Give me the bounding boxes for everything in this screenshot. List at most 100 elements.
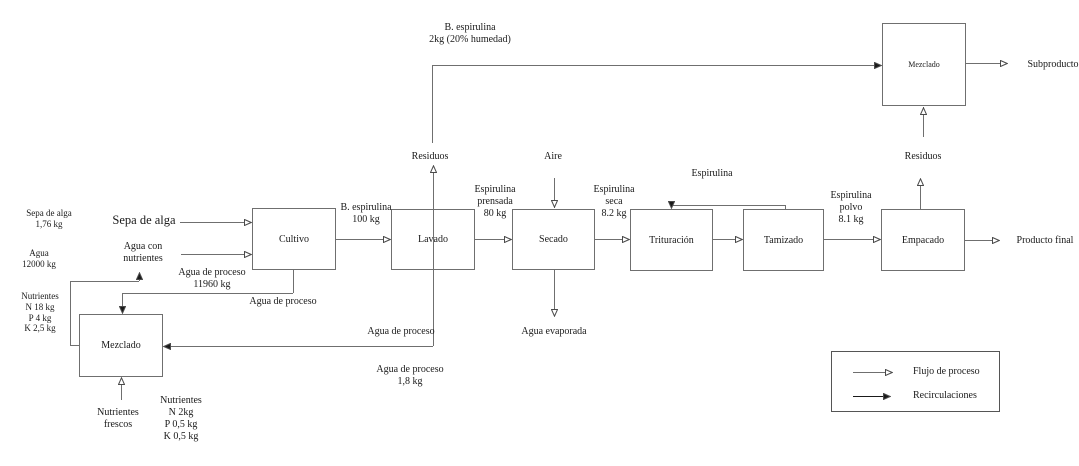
flow-line-secado-evaporada-down xyxy=(554,270,555,316)
process-box-empacado: Empacado xyxy=(881,209,965,271)
stream-label-line: Agua xyxy=(29,248,49,258)
stream-label-line: Agua de proceso xyxy=(367,326,435,337)
flow-line-lavado-residuos-up xyxy=(433,167,434,270)
process-arrowhead-ah-lavado-residuos xyxy=(429,165,437,173)
stream-label-line: 100 kg xyxy=(352,214,380,225)
stream-label-line: 1,8 kg xyxy=(397,376,423,387)
stream-label-line: 12000 kg xyxy=(22,258,56,269)
stream-label-line: Subproducto xyxy=(1027,59,1079,70)
process-arrowhead-ah-aire-secado xyxy=(550,200,558,208)
flow-line-residuos-to-mezclado-top xyxy=(923,107,924,137)
process-arrowhead-ah-nutrientes-frescos xyxy=(117,377,125,385)
stream-label-line: 8.1 kg xyxy=(838,214,864,225)
flow-line-cultivo-bottom-down xyxy=(293,270,294,293)
stream-label-sepa-alga-stream: Sepa de alga xyxy=(112,213,175,228)
process-box-label: Trituración xyxy=(649,234,694,246)
process-arrowhead-ah-lavado-secado xyxy=(504,235,512,243)
stream-label-line: 11960 kg xyxy=(193,279,231,290)
process-arrowhead-ah-agua-cultivo xyxy=(244,250,252,258)
legend-box xyxy=(831,351,1000,412)
process-arrowhead-ah-tamizado-empacado xyxy=(873,235,881,243)
legend-sample-line-recirculaciones xyxy=(853,396,885,397)
stream-label-residuos-lavado: Residuos xyxy=(412,151,449,163)
flow-line-top-recirc-vertical xyxy=(432,65,433,143)
stream-label-line: Agua de proceso xyxy=(376,364,444,375)
stream-label-producto-final: Producto final xyxy=(1017,235,1074,247)
legend-sample-line-flujo-de-proceso xyxy=(853,372,887,373)
process-box-label: Secado xyxy=(539,234,568,245)
flow-line-lavado-recirc-horizontal xyxy=(164,346,433,347)
flow-line-empacado-residuos-up xyxy=(920,179,921,209)
process-box-cultivo: Cultivo xyxy=(252,208,336,270)
stream-label-residuos-empacado: Residuos xyxy=(905,151,942,163)
legend-label-flujo-de-proceso: Flujo de proceso xyxy=(913,366,980,377)
flow-line-tamizado-to-empacado xyxy=(824,239,880,240)
process-arrowhead-ah-agua-evaporada xyxy=(550,309,558,317)
process-box-trituracion: Trituración xyxy=(630,209,713,271)
process-arrowhead-ah-subproducto xyxy=(1000,59,1008,67)
stream-label-line: prensada xyxy=(477,196,513,207)
stream-label-line: Espirulina xyxy=(474,184,516,195)
stream-label-agua-proceso-cultivo: Agua de proceso xyxy=(249,296,316,308)
legend-label-recirculaciones: Recirculaciones xyxy=(913,390,977,401)
process-arrowhead-ah-secado-trituracion xyxy=(622,235,630,243)
recirculation-arrowhead-ah-mezclado-up-recirc xyxy=(135,272,143,280)
stream-label-line: Nutrientes xyxy=(21,291,59,301)
flow-line-secado-to-trituracion xyxy=(595,239,629,240)
stream-label-line: 8.2 kg xyxy=(601,208,627,219)
stream-label-aire: Aire xyxy=(544,151,562,163)
stream-label-line: Nutrientes xyxy=(97,407,139,418)
recirculation-arrowhead-ah-cultivo-recirc xyxy=(118,306,126,314)
process-arrowhead-legend-flujo-de-proceso xyxy=(885,368,893,376)
process-box-label: Cultivo xyxy=(278,233,309,245)
stream-label-line: P 4 kg xyxy=(28,312,52,323)
stream-label-line: Agua de proceso xyxy=(178,267,246,278)
stream-label-line: Producto final xyxy=(1016,235,1074,246)
flow-line-cultivo-recirc-into-mezclado xyxy=(122,293,123,313)
stream-label-line: 80 kg xyxy=(483,208,507,219)
stream-label-line: B. espirulina xyxy=(340,202,392,213)
stream-label-line: Agua evaporada xyxy=(521,326,587,337)
stream-label-line: K 0,5 kg xyxy=(163,431,199,442)
stream-label-line: Agua con xyxy=(123,241,163,252)
process-arrowhead-ah-empacado-residuos xyxy=(916,178,924,186)
stream-label-line: B. espirulina xyxy=(444,22,496,33)
recirculation-arrowhead-ah-top-recirc xyxy=(874,61,882,69)
flow-line-sepa-alga-to-cultivo xyxy=(180,222,251,223)
process-box-secado: Secado xyxy=(512,209,595,270)
process-box-label: Empacado xyxy=(901,234,945,246)
stream-label-line: 2kg (20% humedad) xyxy=(429,34,511,45)
stream-label-line: 1,76 kg xyxy=(35,218,63,229)
recirculation-arrowhead-ah-lavado-recirc xyxy=(163,342,171,350)
stream-label-line: seca xyxy=(605,196,623,207)
stream-label-line: P 0,5 kg xyxy=(164,419,198,430)
stream-label-line: Residuos xyxy=(411,151,449,162)
recirculation-arrowhead-legend-recirculaciones xyxy=(883,392,891,400)
stream-label-line: Sepa de alga xyxy=(26,208,72,218)
stream-label-line: polvo xyxy=(839,202,863,213)
stream-label-line: nutrientes xyxy=(123,253,163,264)
flow-line-tamizado-trituracion-recirc xyxy=(671,205,785,206)
flow-line-mezclado-left-out xyxy=(70,345,79,346)
flow-line-cultivo-to-lavado xyxy=(336,239,390,240)
flow-line-tamizado-top-up xyxy=(785,205,786,209)
recirculation-arrowhead-ah-tamizado-recirc xyxy=(667,201,675,209)
flow-line-mezclado-left-up xyxy=(70,281,71,345)
stream-label-espirulina-recirculada: Espirulina xyxy=(691,168,732,180)
process-box-label: Mezclado xyxy=(101,340,141,351)
flow-line-trituracion-to-tamizado xyxy=(713,239,742,240)
process-box-tamizado: Tamizado xyxy=(743,209,824,271)
stream-label-agua-evaporada: Agua evaporada xyxy=(521,326,586,338)
flow-line-agua-nutr-to-cultivo xyxy=(181,254,251,255)
stream-label-agua-proceso-lavado: Agua de proceso xyxy=(367,326,434,338)
flow-line-lavado-bottom-down xyxy=(433,270,434,346)
process-arrowhead-ah-producto-final xyxy=(992,236,1000,244)
